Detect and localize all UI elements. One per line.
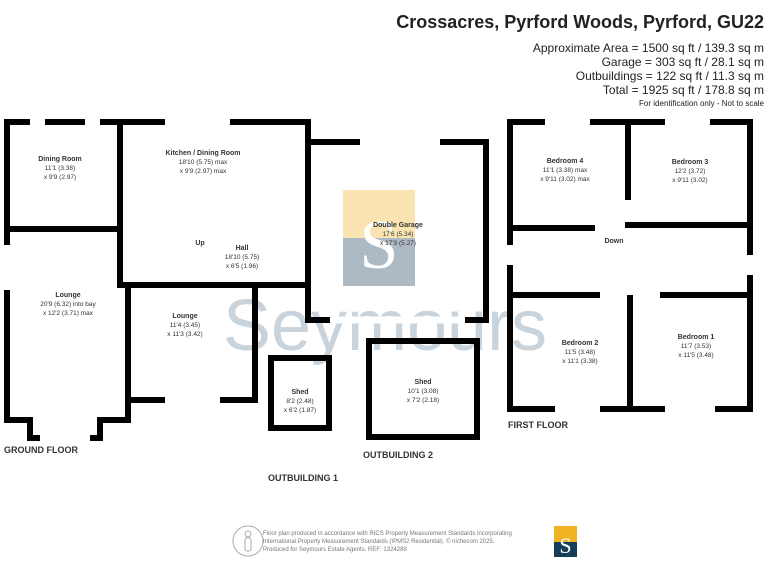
outbuilding-1-label: OUTBUILDING 1 [268, 473, 338, 483]
scale-note: For identification only - Not to scale [639, 99, 764, 108]
ground-floor-label: GROUND FLOOR [4, 445, 78, 455]
watermark-logo: S [343, 190, 415, 286]
room-dim: 11'1 (3.38) [45, 165, 75, 172]
room-dim: x 11'1 (3.38) [562, 358, 597, 365]
room-dim: x 7'2 (2.18) [407, 397, 439, 404]
room-name-shed-2: Shed [414, 379, 431, 386]
room-dim: x 9'11 (3.02) max [540, 176, 590, 183]
room-name-lounge: Lounge [55, 292, 80, 299]
room-name-shed-1: Shed [291, 389, 308, 396]
area-approx: Approximate Area = 1500 sq ft / 139.3 sq… [532, 41, 764, 55]
room-dim: x 9'9 (2.97) max [180, 168, 227, 175]
room-dim: 17'6 (5.34) [383, 231, 414, 238]
room-name-lounge-2: Lounge [172, 313, 197, 320]
room-dim: 10'1 (3.08) [408, 388, 439, 395]
footer-disclaimer: Floor plan produced in accordance with R… [263, 530, 512, 554]
room-dim: 18'10 (5.75) [225, 254, 260, 261]
area-outbuildings: Outbuildings = 122 sq ft / 11.3 sq m [575, 69, 764, 83]
stairs-down-label: Down [604, 238, 623, 245]
room-name-hall: Hall [236, 245, 249, 252]
room-dim: 12'2 (3.72) [675, 168, 706, 175]
room-dim: x 6'5 (1.96) [226, 263, 258, 270]
room-name-bedroom-2: Bedroom 2 [562, 340, 599, 347]
footer-line: International Property Measurement Stand… [263, 539, 495, 545]
footer-line: Produced for Seymours Estate Agents. REF… [263, 547, 407, 553]
room-name-garage: Double Garage [373, 222, 423, 229]
svg-text:S: S [559, 533, 571, 558]
room-dim: 20'9 (6.32) into bay [40, 301, 96, 308]
seymours-logo: S [554, 526, 577, 558]
person-icon [232, 525, 264, 557]
room-dim: 11'1 (3.38) max [543, 167, 588, 174]
room-dim: x 11'5 (3.48) [678, 352, 713, 359]
footer-line: Floor plan produced in accordance with R… [263, 531, 512, 537]
room-dim: x 11'3 (3.42) [167, 331, 202, 338]
room-dim: x 17'3 (5.27) [380, 240, 416, 247]
room-name-bedroom-1: Bedroom 1 [678, 334, 715, 341]
room-name-bedroom-4: Bedroom 4 [547, 158, 584, 165]
room-name-bedroom-3: Bedroom 3 [672, 159, 709, 166]
svg-text:S: S [360, 207, 399, 284]
area-garage: Garage = 303 sq ft / 28.1 sq m [601, 55, 764, 69]
windows [3, 118, 754, 442]
room-dim: x 12'2 (3.71) max [43, 310, 94, 317]
first-floor-label: FIRST FLOOR [508, 420, 568, 430]
room-name-dining: Dining Room [38, 156, 82, 163]
room-dim: 8'2 (2.48) [286, 398, 313, 405]
room-dim: 18'10 (5.75) max [179, 159, 228, 166]
property-title: Crossacres, Pyrford Woods, Pyrford, GU22 [396, 12, 764, 32]
watermark-text: Seymours [223, 286, 547, 366]
room-name-kitchen: Kitchen / Dining Room [165, 150, 240, 157]
room-dim: 11'5 (3.48) [565, 349, 595, 356]
room-dim: x 6'2 (1.87) [284, 407, 316, 414]
area-total: Total = 1925 sq ft / 178.8 sq m [602, 83, 764, 97]
room-dim: x 9'9 (2.97) [44, 174, 76, 181]
room-dim: 11'7 (3.53) [681, 343, 711, 350]
outbuilding-2-label: OUTBUILDING 2 [363, 450, 433, 460]
room-dim: x 9'11 (3.02) [672, 177, 707, 184]
stairs-up-label: Up [195, 240, 204, 247]
walls [4, 119, 753, 441]
room-dim: 11'4 (3.45) [170, 322, 200, 329]
